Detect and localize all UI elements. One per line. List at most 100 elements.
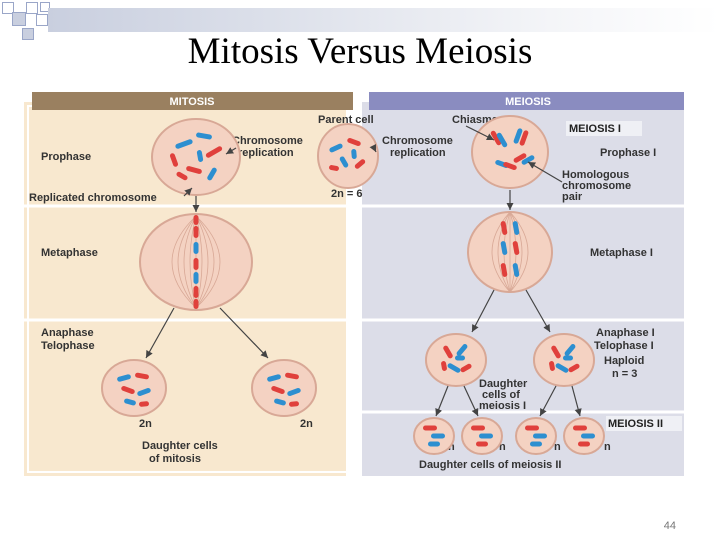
label-anaphase: Anaphase — [41, 327, 94, 339]
chromosome — [193, 272, 199, 284]
chromosome — [135, 372, 149, 380]
chromosome — [521, 155, 535, 165]
slide-number: 44 — [663, 520, 676, 532]
chromosome — [347, 137, 361, 147]
label-haploid: Haploid — [604, 355, 644, 367]
chromosome — [193, 226, 199, 238]
chromosome — [530, 441, 542, 447]
meiosis-i-box — [566, 121, 642, 136]
chromosome — [176, 171, 188, 181]
chromosome — [271, 385, 285, 395]
chromosome — [512, 221, 520, 235]
label-two-n-left: 2n — [139, 418, 152, 430]
spindle-fiber — [183, 215, 197, 309]
chromosome — [423, 425, 437, 431]
cell-parent — [317, 123, 379, 189]
arrow — [183, 187, 193, 197]
label-homologous: pair — [562, 191, 583, 203]
chromosome — [431, 433, 445, 439]
spindle-fiber — [509, 211, 523, 293]
label-prophase: Prophase — [41, 151, 91, 163]
chromosome — [476, 441, 488, 447]
spindle-fiber — [171, 215, 197, 309]
label-chromosome-replication-meiosis: Chromosome — [382, 135, 453, 147]
chromosome — [267, 374, 281, 382]
cell-mitosis-daughter-right — [251, 359, 317, 417]
cell-mitosis-daughter-left — [101, 359, 167, 417]
arrow — [539, 385, 557, 417]
chromosome — [196, 132, 212, 140]
chromosome — [563, 355, 573, 361]
label-daughter-meiosis-i: cells of — [482, 389, 520, 401]
label-diploid-number: 2n = 6 — [331, 188, 363, 200]
chromosome — [329, 165, 339, 171]
label-prophase-i: Prophase I — [600, 147, 656, 159]
arrow — [435, 385, 449, 417]
chromosome — [581, 433, 595, 439]
spindle-fiber — [195, 215, 221, 309]
chromosome — [500, 221, 508, 235]
chromosome — [513, 153, 527, 163]
label-n: n — [554, 441, 561, 453]
chromosome — [533, 433, 547, 439]
chromosome — [289, 401, 299, 407]
spindle-fiber — [177, 215, 197, 309]
chromosome — [512, 241, 520, 255]
corner-square-decoration — [2, 2, 14, 14]
chromosome — [503, 161, 517, 171]
meiosis-ii-box — [606, 416, 682, 431]
chromosome — [525, 425, 539, 431]
spindle-fiber — [195, 215, 209, 309]
cells-layer — [101, 115, 605, 455]
chromosome — [479, 433, 493, 439]
chromosome — [500, 263, 508, 277]
chromosome — [549, 361, 555, 371]
spindle-fiber — [195, 215, 203, 309]
chromosome — [207, 167, 217, 181]
arrow — [527, 161, 563, 183]
chromosome — [443, 345, 453, 359]
chromosome — [285, 372, 299, 380]
mitosis-header — [32, 92, 353, 110]
spindle-fiber — [509, 211, 529, 293]
label-daughter-mitosis: of mitosis — [149, 453, 201, 465]
label-meiosis-i-text: MEIOSIS I — [569, 123, 621, 135]
cell-meiosis-prophase-i — [471, 115, 549, 189]
chromosome — [121, 385, 135, 395]
label-telophase-i: Telophase I — [594, 340, 654, 352]
arrow — [525, 289, 551, 333]
chromosome — [519, 130, 529, 146]
chromosome — [441, 361, 447, 371]
arrow — [225, 147, 237, 155]
label-two-n-right: 2n — [300, 418, 313, 430]
label-anaphase-i: Anaphase I — [596, 327, 655, 339]
meiosis-header — [369, 92, 684, 110]
chromosome — [500, 241, 508, 255]
chromosome — [447, 363, 461, 373]
chromosome — [428, 441, 440, 447]
arrow — [471, 289, 495, 333]
arrows-layer — [145, 125, 582, 417]
label-telophase: Telophase — [41, 340, 95, 352]
label-homologous: Homologous — [562, 169, 629, 181]
chromosome — [193, 242, 199, 254]
arrow — [571, 385, 582, 417]
chromosome — [573, 425, 587, 431]
arrow — [219, 307, 269, 359]
chromosome — [513, 128, 523, 144]
spindle-fiber — [491, 211, 511, 293]
label-chromosome-replication-mitosis: Chromosome — [232, 135, 303, 147]
chromosome — [456, 344, 468, 356]
chromosome — [287, 387, 301, 397]
chromosome — [471, 425, 485, 431]
chromosome — [139, 401, 149, 407]
chromosome — [551, 345, 561, 359]
chromosome — [578, 441, 590, 447]
corner-square-decoration — [36, 14, 48, 26]
spindle-fiber — [189, 215, 197, 309]
chromosome — [175, 139, 193, 149]
label-meiosis-ii: MEIOSIS II — [608, 418, 663, 430]
chromosome — [193, 215, 199, 225]
chromosome — [455, 355, 465, 361]
label-daughter-meiosis-ii: Daughter cells of meiosis II — [419, 459, 561, 471]
